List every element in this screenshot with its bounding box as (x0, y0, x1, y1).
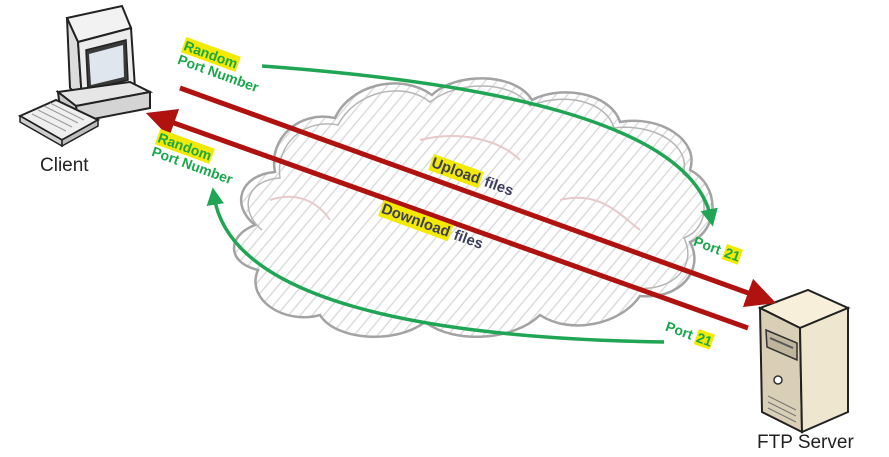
control-arrow-to-client (206, 187, 665, 344)
download-arrow (145, 108, 749, 331)
server-label: FTP Server (757, 432, 854, 453)
cloud (232, 77, 714, 338)
client-label: Client (40, 155, 89, 176)
control-arrow-to-server (261, 64, 718, 227)
upload-arrow (179, 85, 777, 308)
client-computer-icon (17, 4, 154, 148)
ftp-server-icon (757, 288, 851, 434)
